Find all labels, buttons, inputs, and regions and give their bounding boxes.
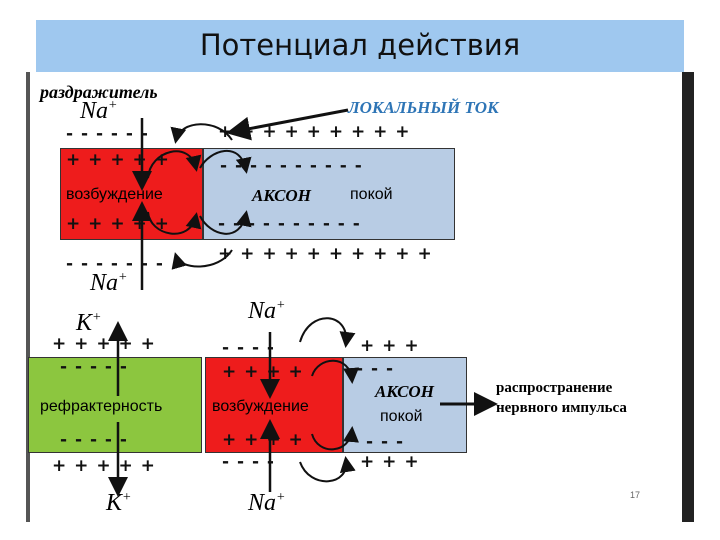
bottom-outer-top-left-signs: + + + + +: [52, 334, 156, 354]
top-excitation-zone: [60, 148, 203, 240]
top-rest-label: покой: [350, 186, 393, 203]
page-number: 17: [630, 490, 641, 500]
bottom-rest-label: покой: [380, 408, 423, 425]
bottom-outer-top-mid-signs: - - - -: [222, 338, 275, 358]
top-current-loop-lower: [147, 211, 202, 235]
top-na-bottom-label: Na+: [90, 270, 128, 296]
bottom-axon-label: АКСОН: [375, 382, 434, 401]
bottom-inner-bot-right-signs: - - -: [366, 432, 405, 452]
top-outer-loop-lower: [171, 249, 233, 270]
bottom-loop-lower-inner: [311, 426, 359, 451]
top-outer-loop-upper: [170, 123, 233, 144]
bottom-inner-top-left-signs: - - - - -: [60, 357, 128, 377]
top-inner-signs-right-1: - - - - - - - - - -: [220, 156, 363, 176]
bottom-outer-bot-mid-signs: - - - -: [222, 452, 275, 472]
propagation-label-line2: нервного импульса: [496, 400, 627, 416]
bottom-outer-bot-left-signs: + + + + +: [52, 456, 156, 476]
bottom-k-top-label: K+: [76, 310, 102, 336]
bottom-outer-top-right-signs: + + +: [360, 336, 420, 356]
refractory-zone: [28, 357, 202, 453]
top-current-loop-upper-right: [199, 150, 252, 174]
bottom-inner-top-mid-signs: + + + +: [222, 362, 304, 382]
bottom-inner-top-right-signs: - - -: [356, 359, 395, 379]
top-current-loop-lower-right: [199, 210, 252, 235]
top-outer-signs-left: - - - - - -: [66, 124, 149, 144]
bottom-outer-bot-right-signs: + + +: [360, 452, 420, 472]
local-current-label: ЛОКАЛЬНЫЙ ТОК: [348, 98, 499, 117]
frame-right-edge: [682, 72, 694, 522]
frame-left-edge: [26, 72, 30, 522]
bottom-loop-upper-inner: [311, 359, 360, 384]
bottom-na-bottom-label: Na+: [248, 490, 286, 516]
top-current-loop-upper: [147, 150, 202, 179]
slide-title: Потенциал действия: [199, 28, 521, 62]
propagation-label-line1: распространение: [496, 380, 613, 396]
bottom-excitation-label: возбуждение: [212, 398, 309, 415]
local-current-pointer-arrow: [226, 108, 349, 141]
bottom-loop-upper: [299, 317, 356, 348]
top-outer-signs-bottom-left: - - - - - - -: [66, 254, 164, 274]
bottom-loop-lower: [299, 456, 356, 483]
bottom-inner-bot-left-signs: - - - - -: [60, 430, 128, 450]
stimulus-label: раздражитель: [40, 82, 158, 102]
refractory-label: рефрактерность: [40, 398, 163, 415]
top-inner-signs-right-2: - - - - - - - - - -: [218, 214, 361, 234]
top-axon-label: АКСОН: [252, 186, 311, 205]
bottom-na-top-label: Na+: [248, 298, 286, 324]
top-outer-signs-bottom-right: + + + + + + + + + +: [218, 244, 433, 264]
title-bar: Потенциал действия: [36, 20, 684, 72]
bottom-inner-bot-mid-signs: + + + +: [222, 430, 304, 450]
top-na-label: Na+: [80, 98, 118, 124]
